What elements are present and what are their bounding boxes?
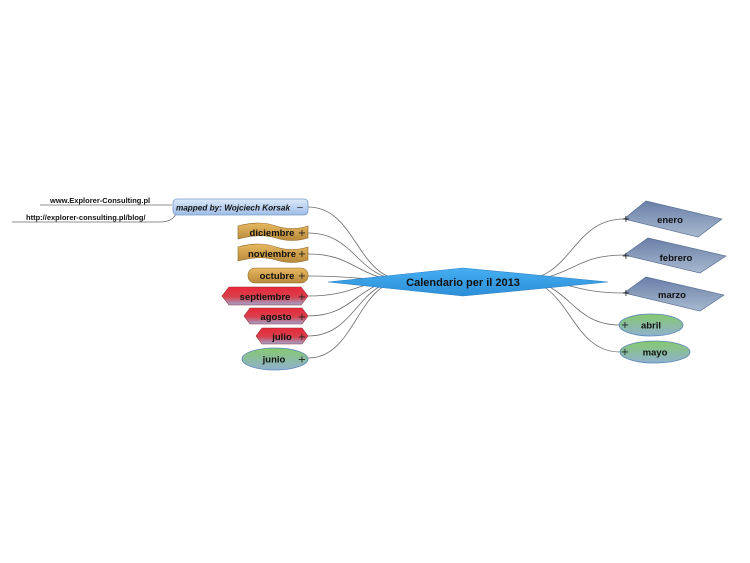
branch-label: diciembre [250,228,295,239]
branch-label: julio [271,332,292,343]
branch-label: marzo [658,290,686,301]
link-connectors [12,204,177,223]
expand-plus-icon[interactable]: + [298,271,306,282]
branch-label: noviembre [248,249,296,260]
branch-julio[interactable]: julio + [255,327,309,345]
website-link[interactable]: www.Explorer-Consulting.pl [49,196,150,205]
expand-plus-icon[interactable]: + [621,320,629,331]
branch-mayo[interactable]: mayo + [619,340,691,364]
branch-junio[interactable]: junio + [241,347,309,371]
connector-mapped-by [307,206,406,281]
expand-plus-icon[interactable]: + [621,347,629,358]
branch-label: septiembre [240,292,291,303]
blog-link[interactable]: http://explorer-consulting.pl/blog/ [26,213,146,222]
expand-plus-icon[interactable]: + [298,355,306,366]
branch-label: junio [262,355,286,366]
central-topic-label: Calendario per il 2013 [406,277,520,289]
expand-plus-icon[interactable]: + [298,292,306,303]
expand-plus-icon[interactable]: + [298,332,306,343]
expand-plus-icon[interactable]: + [622,251,630,262]
connector-mayo [519,279,621,353]
branch-agosto[interactable]: agosto + [243,307,309,325]
expand-plus-icon[interactable]: + [298,312,306,323]
branch-abril[interactable]: abril + [618,313,684,337]
expand-plus-icon[interactable]: + [622,214,630,225]
branch-diciembre[interactable]: diciembre + [237,222,309,241]
branch-label: agosto [260,312,291,323]
connector-enero [519,218,625,281]
central-topic-node[interactable]: Calendario per il 2013 [327,267,609,297]
branch-octubre[interactable]: octubre + [247,267,309,284]
branch-enero[interactable]: enero + [622,200,723,238]
branch-label: mayo [643,348,668,359]
branch-marzo[interactable]: marzo + [622,276,725,312]
mapped-by-node[interactable]: mapped by: Wojciech Korsak − [172,198,309,216]
branch-label: abril [641,321,661,332]
branch-noviembre[interactable]: noviembre + [237,243,309,263]
connector-junio [307,279,406,359]
branch-label: octubre [260,271,295,282]
connector-diciembre [307,232,406,281]
expand-plus-icon[interactable]: + [298,228,306,239]
branch-label: enero [657,215,683,226]
mapped-by-label: mapped by: Wojciech Korsak [176,204,290,213]
expand-plus-icon[interactable]: + [622,288,630,299]
branch-febrero[interactable]: febrero + [622,237,727,274]
expand-plus-icon[interactable]: + [298,249,306,260]
branch-septiembre[interactable]: septiembre + [221,286,309,306]
collapse-toggle-icon[interactable]: − [296,204,304,214]
branch-label: febrero [660,253,693,264]
